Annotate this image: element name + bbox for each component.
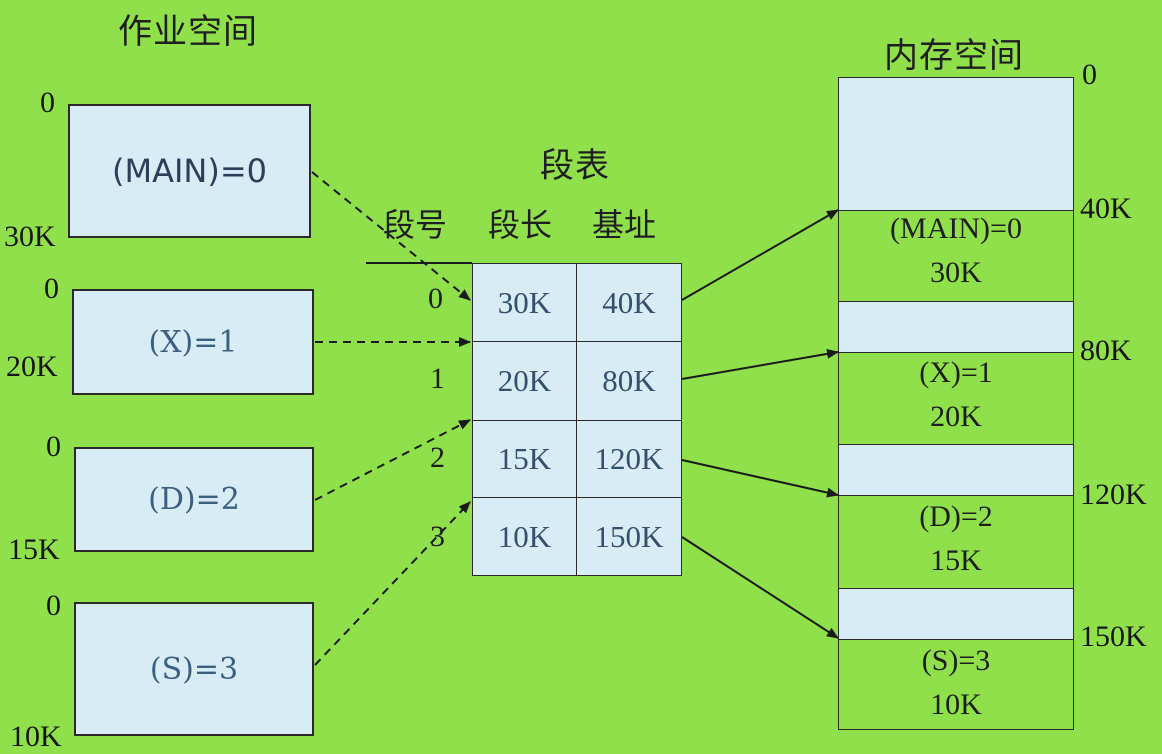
memory-addr-80k: 80K <box>1080 334 1132 367</box>
memory-addr-40k: 40K <box>1080 192 1132 225</box>
memory-free-block-2 <box>838 444 1074 496</box>
cell-base-0: 40K <box>576 263 682 342</box>
memory-d-size: 15K <box>930 544 982 577</box>
memory-space-title: 内存空间 <box>884 36 1024 76</box>
memory-free-block-0 <box>838 77 1074 211</box>
memory-segment-d <box>838 495 1074 589</box>
job-space-title: 作业空间 <box>118 12 258 52</box>
arrow-row0-to-40k <box>681 209 839 301</box>
memory-free-block-3 <box>838 588 1074 640</box>
job-seg2-start: 0 <box>46 430 61 463</box>
arrow-row2-to-120k <box>681 459 839 498</box>
job-seg3-start: 0 <box>46 589 61 622</box>
arrow-main-to-row0 <box>311 171 471 301</box>
job-segment-d: (D)=2 <box>74 447 314 552</box>
memory-x-label: (X)=1 <box>919 356 993 389</box>
job-seg0-end: 30K <box>4 220 56 253</box>
arrow-row3-to-150k <box>681 536 839 639</box>
job-seg2-end: 15K <box>8 533 60 566</box>
header-segment-number: 段号 <box>383 206 448 244</box>
arrow-d-to-row2 <box>314 419 471 501</box>
cell-length-2: 15K <box>472 420 577 498</box>
row-number-1: 1 <box>430 362 445 395</box>
memory-segment-main <box>838 210 1074 302</box>
arrow-row1-to-80k <box>681 348 839 380</box>
row-number-3: 3 <box>430 520 445 553</box>
header-segment-length: 段长 <box>488 206 553 244</box>
cell-base-3: 150K <box>576 497 682 576</box>
job-segment-x: (X)=1 <box>72 289 314 395</box>
memory-s-size: 10K <box>930 688 982 721</box>
cell-base-1: 80K <box>576 341 682 421</box>
arrow-s-to-row3 <box>314 501 471 666</box>
memory-d-label: (D)=2 <box>919 500 993 533</box>
cell-length-0: 30K <box>472 263 577 342</box>
row-number-2: 2 <box>430 441 445 474</box>
row-number-0: 0 <box>428 282 443 315</box>
memory-s-label: (S)=3 <box>921 644 991 677</box>
job-seg0-start: 0 <box>40 86 55 119</box>
cell-base-2: 120K <box>576 420 682 498</box>
memory-segment-s <box>838 639 1074 730</box>
memory-free-block-1 <box>838 301 1074 353</box>
cell-length-3: 10K <box>472 497 577 576</box>
memory-addr-120k: 120K <box>1080 478 1147 511</box>
segment-table-title: 段表 <box>540 146 610 186</box>
job-seg3-end: 10K <box>10 720 62 753</box>
memory-main-label: (MAIN)=0 <box>890 212 1022 245</box>
memory-addr-0: 0 <box>1082 58 1097 91</box>
header-base-address: 基址 <box>592 206 657 244</box>
cell-length-1: 20K <box>472 341 577 421</box>
job-segment-s: (S)=3 <box>74 602 314 736</box>
job-seg1-end: 20K <box>6 350 58 383</box>
job-seg1-start: 0 <box>44 272 59 305</box>
memory-x-size: 20K <box>930 400 982 433</box>
job-segment-main: (MAIN)=0 <box>68 104 311 238</box>
memory-addr-150k: 150K <box>1080 620 1147 653</box>
memory-main-size: 30K <box>930 256 982 289</box>
